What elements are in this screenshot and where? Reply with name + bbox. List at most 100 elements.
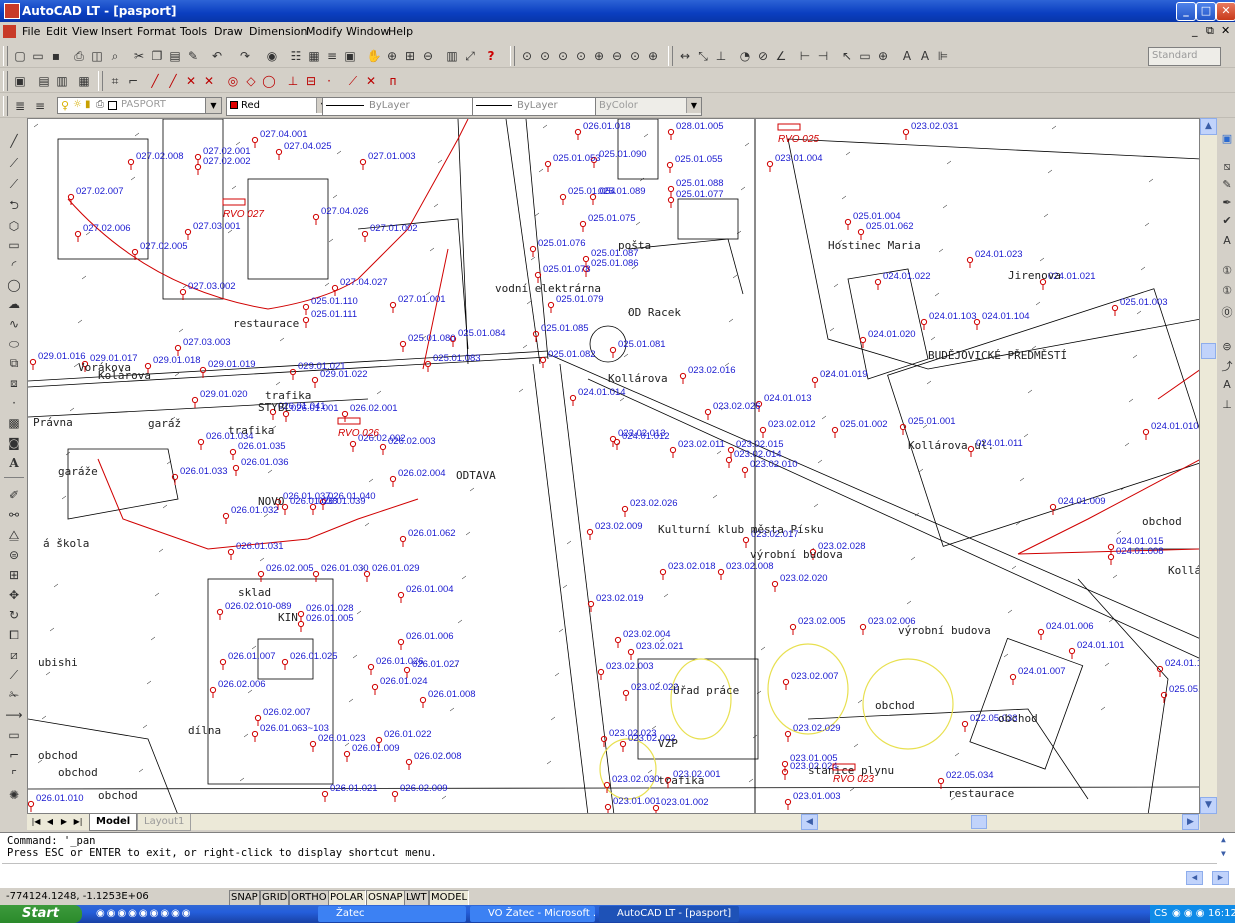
zoom-icon[interactable]: ⊙ (557, 49, 569, 63)
zoom-in-icon[interactable]: ⊕ (593, 49, 605, 63)
toolbar-grip[interactable] (98, 71, 103, 91)
extend-icon[interactable]: ⟶ (5, 708, 23, 722)
chamfer-icon[interactable]: ⌐ (8, 748, 20, 762)
apparent-intersection-icon[interactable]: ✕ (203, 74, 215, 88)
help-icon[interactable]: ? (487, 49, 495, 63)
make-current-icon[interactable]: ≡ (34, 99, 46, 113)
scroll-down-button[interactable]: ▼ (1200, 797, 1217, 814)
pan-icon[interactable]: ✋ (366, 49, 382, 63)
dim-linear-icon[interactable]: ↔ (679, 49, 691, 63)
zoom-realtime-icon[interactable]: ⊕ (386, 49, 398, 63)
pen-icon[interactable]: ✒ (1222, 196, 1232, 209)
layer-dropdown-icon[interactable]: ▼ (205, 97, 222, 114)
ortho-toggle[interactable]: ORTHO (289, 890, 329, 906)
toolbar-grip[interactable] (3, 71, 8, 91)
cmd-scroll-down-icon[interactable]: ▼ (1221, 849, 1226, 858)
dim-radius-icon[interactable]: ◔ (739, 49, 751, 63)
trim-icon[interactable]: ✁ (8, 688, 20, 702)
polygon-icon[interactable]: ⬡ (8, 219, 20, 233)
polyline-icon[interactable]: ⟋ (9, 177, 19, 191)
region-icon[interactable]: ◙ (8, 436, 20, 450)
snap-toggle[interactable]: SNAP (229, 890, 260, 906)
cmd-scroll-up-icon[interactable]: ▲ (1221, 835, 1226, 844)
circle-three-icon[interactable]: ⓪ (1221, 306, 1233, 319)
intersection-icon[interactable]: ✕ (185, 74, 197, 88)
grid-toggle[interactable]: GRID (260, 890, 290, 906)
horizontal-scrollbar[interactable]: ◀ ▶ (801, 814, 1199, 830)
xline-icon[interactable]: ╱ (169, 74, 177, 88)
zoom-icon[interactable]: ⊙ (575, 49, 587, 63)
menu-draw[interactable]: Draw (214, 25, 243, 38)
center-icon[interactable]: ◎ (227, 74, 239, 88)
command-window[interactable]: Command: '_pan Press ESC or ENTER to exi… (0, 832, 1235, 888)
insert-block-icon[interactable]: ⧉ (9, 356, 19, 370)
lwt-toggle[interactable]: LWT (404, 890, 429, 906)
snap-icon[interactable]: ⌗ (111, 74, 119, 88)
arc-polyline-icon[interactable]: ⮌ (9, 198, 19, 212)
make-block-icon[interactable]: ⧈ (10, 376, 18, 390)
xref-icon[interactable]: ▥ (56, 74, 68, 88)
zoom-all-icon[interactable]: ⊙ (629, 49, 641, 63)
first-tab-button[interactable]: |◀ (31, 817, 41, 826)
doc-icon[interactable] (3, 25, 16, 38)
title-bar[interactable]: AutoCAD LT - [pasport] _ □ ✕ (0, 0, 1235, 22)
task-autocad[interactable]: AutoCAD LT - [pasport] (599, 906, 739, 922)
start-button[interactable]: Start (0, 905, 82, 923)
prev-tab-button[interactable]: ◀ (46, 817, 54, 826)
dim-update-icon[interactable]: ⊫ (937, 49, 949, 63)
toolbar-grip[interactable] (3, 96, 8, 116)
map-drawing[interactable]: 027.02.008027.02.007027.02.006027.02.005… (28, 119, 1200, 814)
copy-icon[interactable]: ❐ (151, 49, 163, 63)
edit-icon[interactable]: ✎ (1222, 178, 1232, 191)
menu-modify[interactable]: Modify (306, 25, 343, 38)
copy-object-icon[interactable]: ⚯ (8, 508, 20, 522)
point-icon[interactable]: · (12, 396, 16, 410)
scale-icon[interactable]: ⧠ (9, 628, 19, 642)
osnap-settings-icon[interactable]: ᴨ (389, 74, 397, 88)
last-tab-button[interactable]: ▶| (73, 817, 83, 826)
tab-model[interactable]: Model (89, 814, 138, 831)
toolbar-grip[interactable] (668, 46, 673, 66)
task-zatec-folder[interactable]: Žatec (318, 906, 466, 922)
doc-minimize-button[interactable]: _ (1192, 24, 1198, 37)
arrow-icon[interactable]: ⤴ (1221, 360, 1233, 373)
scroll-up-button[interactable]: ▲ (1200, 118, 1217, 135)
color-select[interactable]: Red ▼ (226, 97, 332, 116)
fillet-icon[interactable]: ⌜ (11, 768, 17, 782)
doc-close-button[interactable]: ✕ (1221, 24, 1231, 37)
dim-ordinate-icon[interactable]: ⊥ (715, 49, 727, 63)
quicklaunch-icons[interactable]: ◉◉◉◉◉◉◉◉◉ (96, 908, 193, 919)
break-icon[interactable]: ▭ (8, 728, 20, 742)
tray-icons[interactable]: ◉ ◉ ◉ (1172, 908, 1205, 919)
line-icon[interactable]: ╱ (10, 134, 18, 148)
perpendicular-icon[interactable]: ⊥ (287, 74, 299, 88)
layers-icon[interactable]: ≡ (326, 49, 338, 63)
hatch-icon[interactable]: ▩ (8, 416, 20, 430)
language-indicator[interactable]: CS (1154, 908, 1168, 919)
stretch-icon[interactable]: ⧄ (10, 648, 18, 662)
offset-icon[interactable]: ⊜ (8, 548, 20, 562)
mtext-icon[interactable]: A (9, 456, 19, 470)
menu-file[interactable]: File (22, 25, 41, 38)
menu-format[interactable]: Format (137, 25, 176, 38)
check-icon[interactable]: ✔ (1222, 214, 1232, 227)
dim-continue-icon[interactable]: ⊣ (817, 49, 829, 63)
erase-icon[interactable]: ✐ (8, 488, 20, 502)
zoom-icon[interactable]: ⊙ (521, 49, 533, 63)
nearest-icon[interactable]: ⟋ (348, 74, 358, 88)
zoom-window-icon[interactable]: ⊞ (404, 49, 416, 63)
insert-icon[interactable]: ▤ (38, 74, 50, 88)
image-icon[interactable]: ▦ (78, 74, 90, 88)
menu-edit[interactable]: Edit (46, 25, 68, 38)
menu-help[interactable]: Help (388, 25, 414, 38)
paint-icon[interactable]: ⧅ (1223, 160, 1231, 173)
cmd-left-button[interactable]: ◀ (1186, 871, 1203, 885)
paste-icon[interactable]: ▤ (169, 49, 181, 63)
doc-restore-button[interactable]: ⧉ (1206, 24, 1214, 37)
close-button[interactable]: ✕ (1216, 2, 1235, 21)
dimline-icon[interactable]: ⊥ (1222, 398, 1232, 411)
osnap-toggle[interactable]: OSNAP (366, 890, 405, 906)
menu-window[interactable]: Window (346, 25, 390, 38)
toolpalette-icon[interactable]: ▦ (308, 49, 320, 63)
